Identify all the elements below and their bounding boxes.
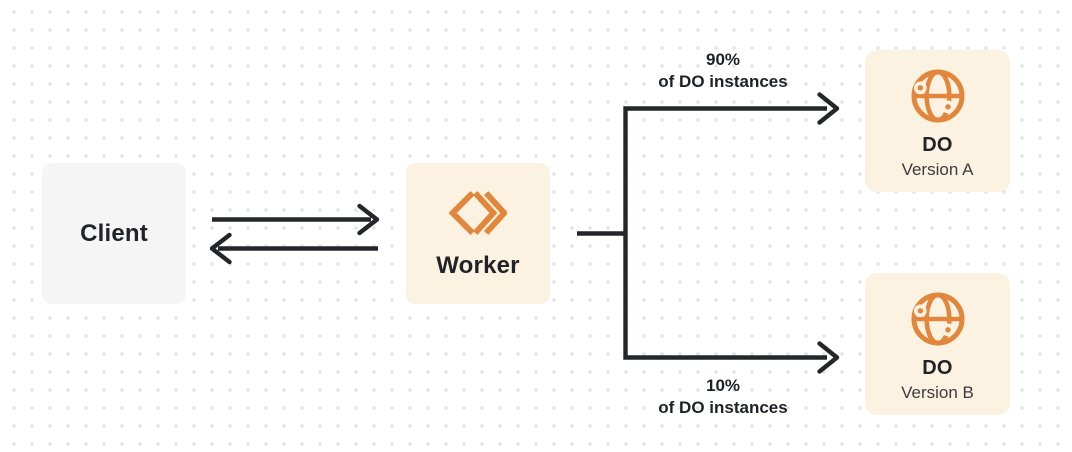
durable-object-globe-icon	[909, 290, 967, 348]
fork-trunk-line	[623, 106, 827, 360]
node-do-version-b: DO Version B	[865, 273, 1010, 415]
do-b-subtitle: Version B	[901, 382, 974, 402]
node-do-version-a: DO Version A	[865, 50, 1010, 192]
arrow-to-do-a-head	[817, 92, 840, 125]
edge-percent: 10%	[705, 376, 741, 395]
edge-caption: of DO instances	[658, 398, 788, 417]
durable-object-globe-icon	[909, 67, 967, 125]
edge-label-10-percent: 10% of DO instances	[633, 375, 813, 419]
arrow-worker-to-client-head	[209, 232, 232, 265]
do-a-title: DO	[922, 133, 953, 156]
node-worker: Worker	[406, 163, 550, 304]
node-client: Client	[42, 163, 186, 304]
do-b-title: DO	[922, 356, 953, 379]
client-label: Client	[80, 219, 148, 247]
arrow-client-to-worker-head	[357, 203, 380, 236]
edge-caption: of DO instances	[658, 72, 788, 91]
arrow-to-do-b-head	[817, 341, 840, 374]
edge-label-90-percent: 90% of DO instances	[633, 49, 813, 93]
worker-label: Worker	[436, 252, 520, 279]
cloudflare-workers-icon	[449, 187, 507, 239]
do-a-subtitle: Version A	[901, 159, 974, 179]
edge-percent: 90%	[705, 50, 741, 69]
